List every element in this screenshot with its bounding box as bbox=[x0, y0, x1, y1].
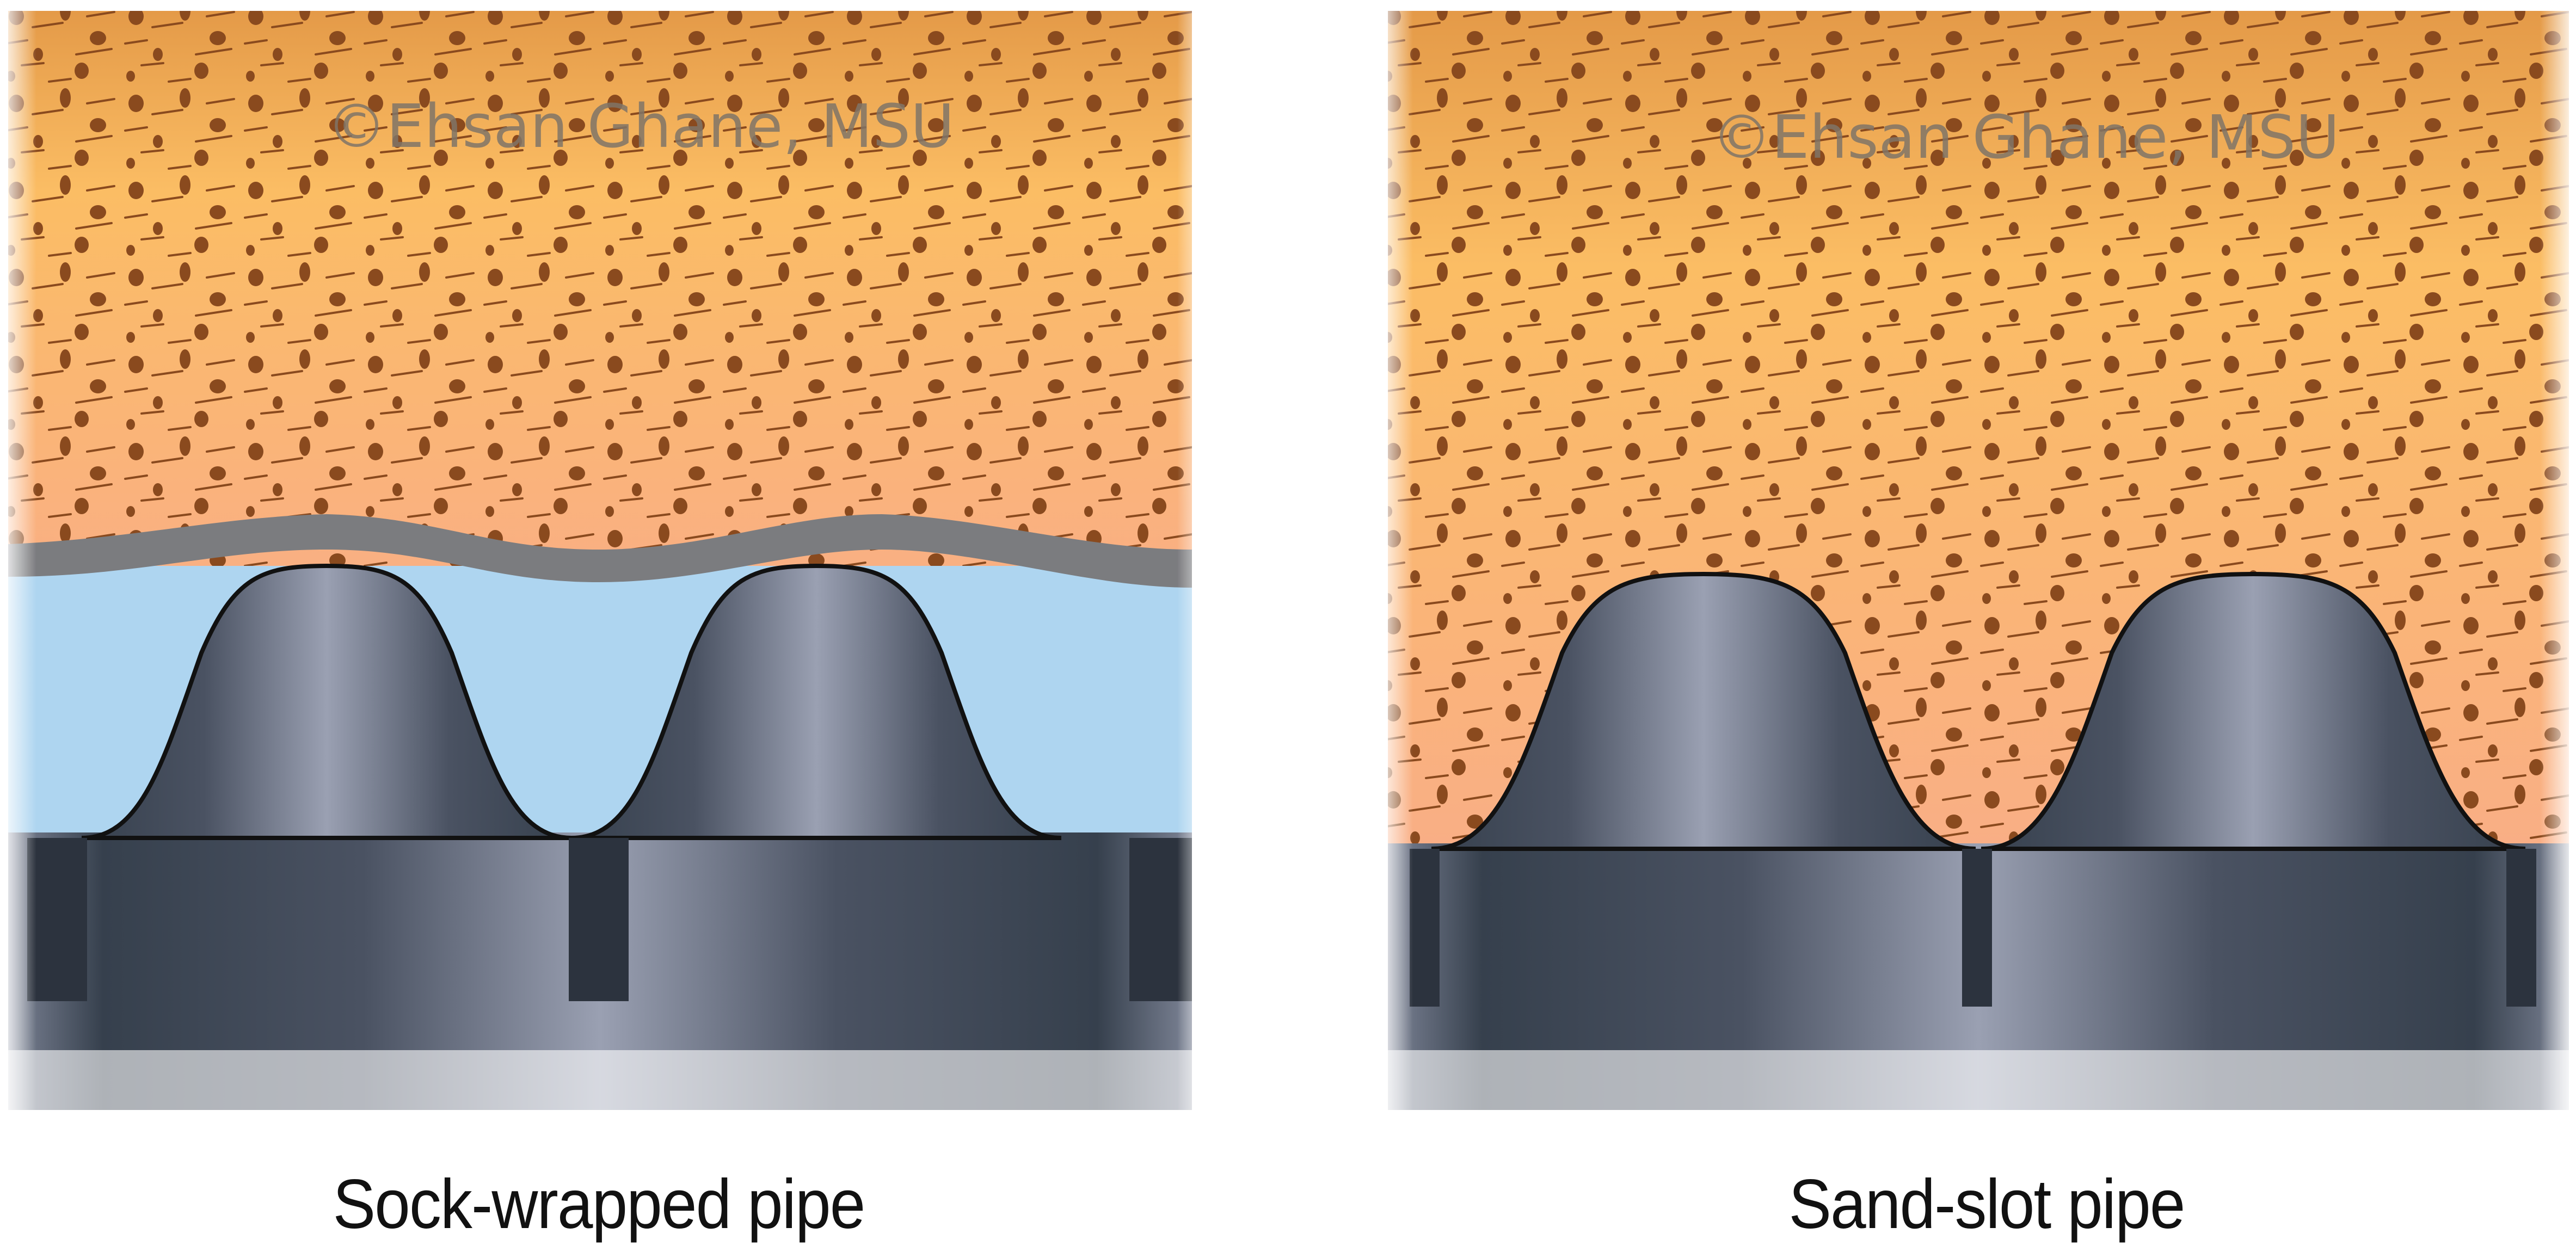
sand-slot-panel: ©Ehsan Ghane, MSU bbox=[1377, 0, 2576, 1132]
sand-slot-caption: Sand-slot pipe bbox=[1788, 1165, 2185, 1243]
sock-wrapped-panel: ©Ehsan Ghane, MSU bbox=[0, 0, 1214, 1132]
edge-fade bbox=[0, 0, 1214, 1132]
edge-fade bbox=[1377, 0, 2576, 1132]
sock-wrapped-caption: Sock-wrapped pipe bbox=[333, 1165, 866, 1243]
watermark: ©Ehsan Ghane, MSU bbox=[1712, 102, 2340, 172]
sand-slot-illustration: ©Ehsan Ghane, MSU bbox=[1377, 0, 2576, 1132]
watermark: ©Ehsan Ghane, MSU bbox=[327, 91, 955, 161]
sock-wrapped-illustration: ©Ehsan Ghane, MSU bbox=[0, 0, 1214, 1132]
